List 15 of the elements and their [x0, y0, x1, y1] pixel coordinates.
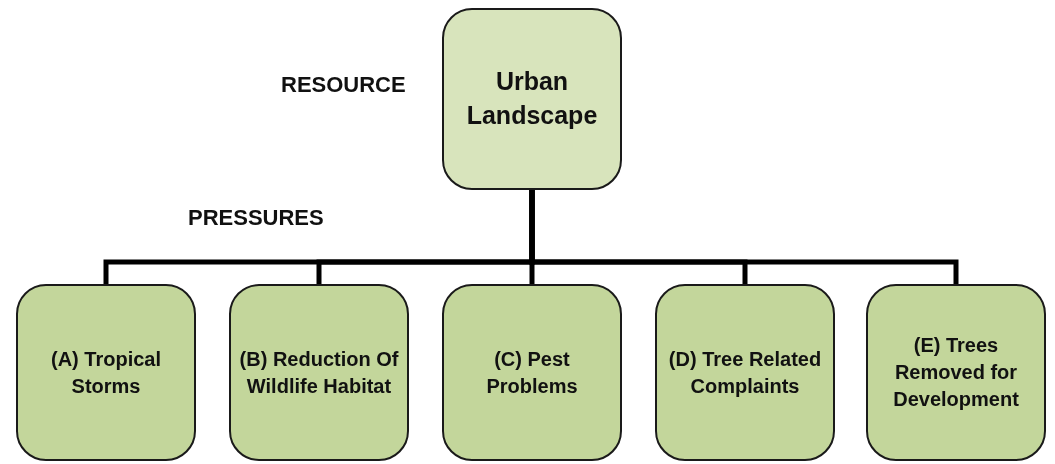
- pressure-box: [442, 284, 622, 461]
- node-text: (E) Trees Removed for Development: [892, 333, 1020, 412]
- connector-line: [529, 190, 959, 284]
- pressure-box: [655, 284, 835, 461]
- node-text: (D) Tree Related Complaints: [667, 346, 823, 399]
- node-text: (A) Tropical Storms: [50, 346, 162, 399]
- section-heading: RESOURCE: [281, 72, 406, 98]
- pressure-box: [16, 284, 196, 461]
- resource-box: [442, 8, 622, 190]
- node-text: (C) Pest Problems: [485, 346, 579, 399]
- pressure-box: [866, 284, 1046, 461]
- node-text: Urban Landscape: [465, 66, 599, 131]
- node-text: (B) Reduction Of Wildlife Habitat: [238, 346, 400, 399]
- pressure-box: [229, 284, 409, 461]
- section-heading: PRESSURES: [188, 205, 324, 231]
